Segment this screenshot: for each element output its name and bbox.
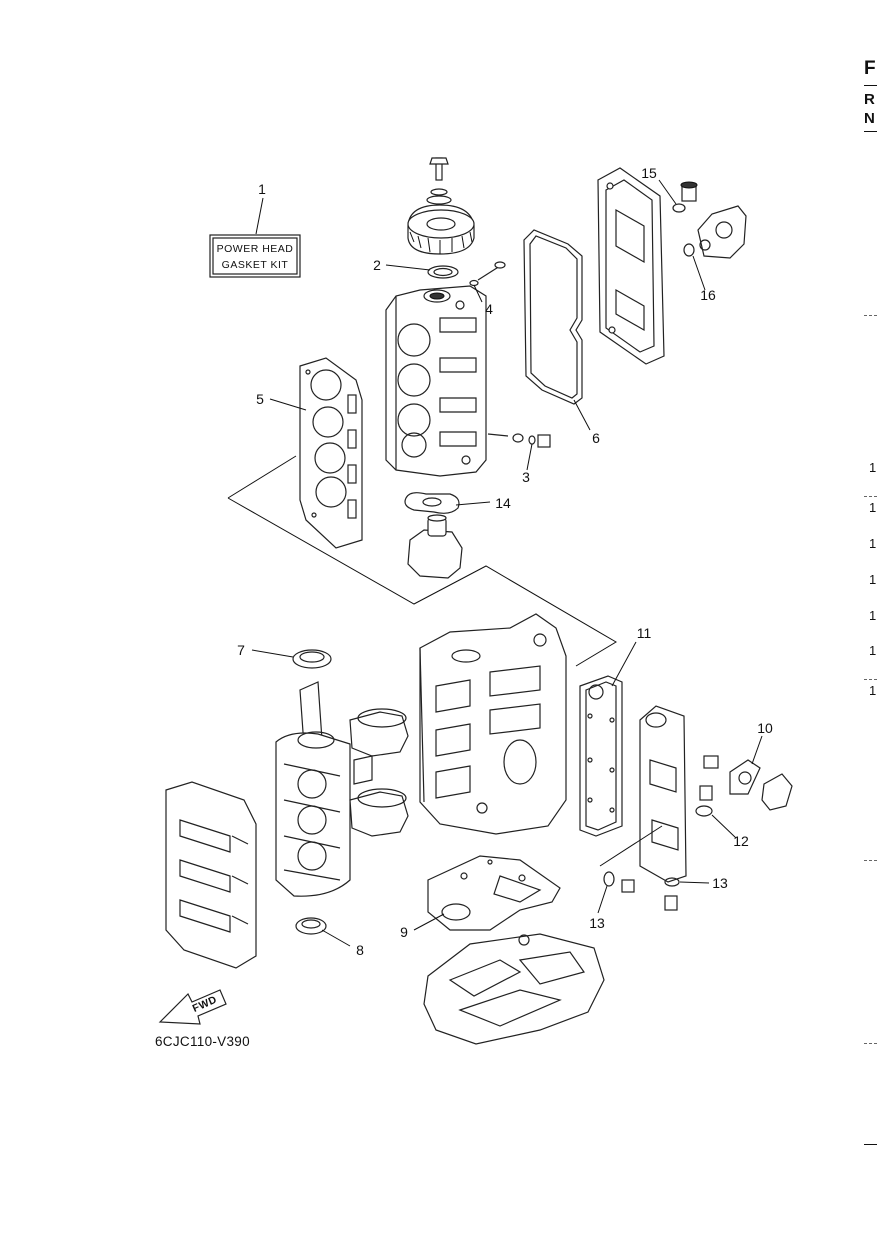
bracket-line-13 <box>599 825 663 867</box>
callout-12: 12 <box>733 833 749 849</box>
head-gasket-5 <box>299 357 363 549</box>
edge-number: 1 <box>869 536 877 551</box>
oil-seal-2 <box>427 265 459 279</box>
exhaust-gasket-11 <box>579 675 623 837</box>
edge-letter-r: R <box>864 91 875 108</box>
gasket-14 <box>404 492 460 514</box>
edge-rule <box>864 131 877 132</box>
callout-11: 11 <box>637 625 652 641</box>
diagram-code: 6CJC110-V390 <box>155 1034 250 1049</box>
head-cover <box>597 167 665 365</box>
callout-1: 1 <box>258 181 266 197</box>
edge-number: 1 <box>869 500 877 515</box>
callout-13-right: 13 <box>712 875 728 891</box>
thermostat-cover <box>761 773 793 811</box>
timing-pulley <box>407 157 475 255</box>
oring-12 <box>695 805 713 817</box>
oring-15 <box>672 181 698 213</box>
callout-14: 14 <box>495 495 511 511</box>
gasket-kit-label-line2: GASKET KIT <box>222 259 289 271</box>
edge-number: 1 <box>869 608 877 623</box>
callout-5: 5 <box>256 391 264 407</box>
callout-3: 3 <box>522 469 530 485</box>
edge-dash <box>864 860 877 861</box>
callout-16: 16 <box>700 287 716 303</box>
oring-16 <box>683 205 747 259</box>
oil-seal-8 <box>295 917 327 935</box>
edge-dash <box>864 679 877 680</box>
edge-letter-n: N <box>864 110 875 127</box>
callout-15: 15 <box>641 165 657 181</box>
edge-dash <box>864 496 877 497</box>
callout-13-left: 13 <box>589 915 605 931</box>
edge-number: 1 <box>869 683 877 698</box>
crankshaft <box>275 681 351 897</box>
base-gasket-9 <box>427 855 561 931</box>
gasket-10 <box>729 759 761 795</box>
cylinder-head <box>385 285 487 477</box>
plug-3 <box>487 433 551 448</box>
crankcase <box>423 933 605 1045</box>
callout-2: 2 <box>373 257 381 273</box>
bracket-line-left <box>227 455 297 499</box>
callout-7: 7 <box>237 642 245 658</box>
cover-gasket-6 <box>523 229 583 405</box>
callout-4: 4 <box>485 301 493 317</box>
gasket-kit-label-line1: POWER HEAD <box>217 243 294 255</box>
gasket-kit-label: POWER HEAD GASKET KIT <box>209 234 301 278</box>
edge-dash <box>864 315 877 316</box>
washer-13-right <box>664 877 680 911</box>
callout-10: 10 <box>757 720 773 736</box>
thermostat-housing <box>407 514 463 579</box>
fwd-arrow: FWD <box>158 989 227 1025</box>
edge-number: 1 <box>869 643 877 658</box>
exhaust-cover <box>639 705 719 883</box>
bolt-4 <box>469 261 506 287</box>
cylinder-block <box>419 613 567 835</box>
washer-13-left <box>603 871 635 893</box>
intake-manifold <box>165 781 257 969</box>
callout-6: 6 <box>592 430 600 446</box>
pistons <box>349 708 409 837</box>
callout-9: 9 <box>400 924 408 940</box>
edge-letter-f: F <box>864 58 876 79</box>
bracket-line-main <box>227 497 617 667</box>
edge-dash <box>864 1043 877 1044</box>
edge-rule <box>864 1144 877 1145</box>
callout-8: 8 <box>356 942 364 958</box>
edge-rule <box>864 85 877 86</box>
edge-number: 1 <box>869 460 877 475</box>
edge-number: 1 <box>869 572 877 587</box>
oil-seal-7 <box>292 649 332 669</box>
